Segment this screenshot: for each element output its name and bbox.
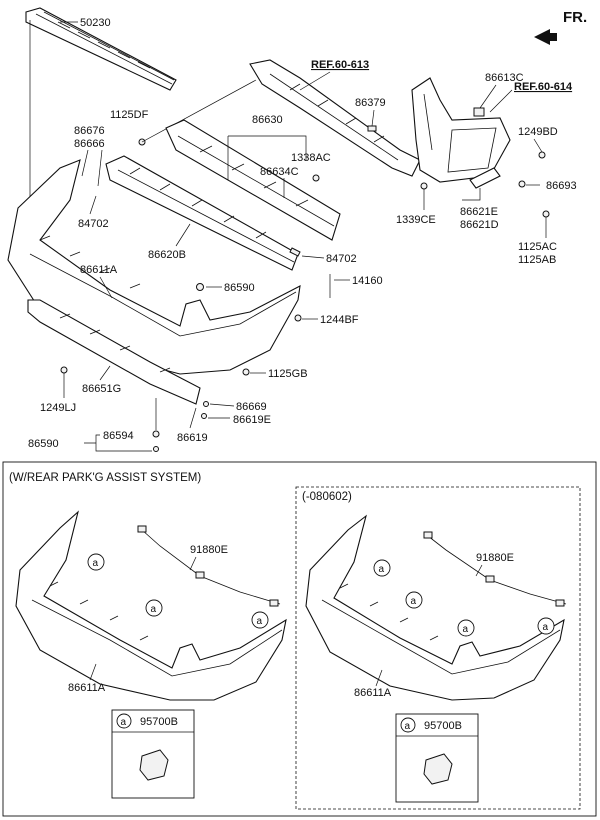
- date-range-label: (-080602): [302, 491, 352, 503]
- svg-text:a: a: [151, 604, 157, 615]
- part-rear-beam: [165, 119, 341, 241]
- part-rear-panel: [249, 59, 421, 177]
- part-trim-strip: [25, 7, 177, 91]
- bolt-1249lj: [60, 366, 68, 374]
- bolt-86693: [518, 180, 526, 188]
- label-86693: 86693: [546, 180, 577, 192]
- right-sensor-label: 95700B: [424, 720, 462, 732]
- label-86594: 86594: [103, 430, 134, 442]
- park-assist-section-frame: [2, 461, 597, 817]
- left-sensor-label: 95700B: [140, 716, 178, 728]
- front-direction-label: FR.: [563, 9, 587, 26]
- left-sensor-icon: [139, 749, 169, 781]
- label-1125ab: 1125AB: [518, 254, 556, 266]
- front-arrow-icon: [534, 29, 557, 45]
- label-86669: 86669: [236, 401, 267, 413]
- right-harness-label: 91880E: [476, 552, 514, 564]
- fastener-86590-top: [196, 283, 204, 291]
- svg-text:a: a: [411, 596, 417, 607]
- label-1125df: 1125DF: [110, 109, 149, 121]
- label-86621d: 86621D: [460, 219, 499, 231]
- label-86630: 86630: [252, 114, 283, 126]
- label-1249lj: 1249LJ: [40, 402, 76, 414]
- ref-60-614: REF.60-614: [514, 81, 573, 93]
- fastener-86594: [152, 430, 160, 438]
- right-sensor-callout: a: [405, 721, 411, 732]
- label-14160: 14160: [352, 275, 383, 287]
- label-1338ac: 1338AC: [291, 152, 331, 164]
- part-86379: [367, 125, 377, 132]
- label-1339ce: 1339CE: [396, 214, 436, 226]
- label-1125ac: 1125AC: [518, 241, 557, 253]
- clip-86669: [203, 401, 209, 407]
- label-86666: 86666: [74, 138, 105, 150]
- label-86651g: 86651G: [82, 383, 121, 395]
- bolt-1125ac: [542, 210, 550, 218]
- label-50230: 50230: [80, 17, 111, 29]
- svg-text:a: a: [93, 558, 99, 569]
- label-86676: 86676: [74, 125, 105, 137]
- label-1244bf: 1244BF: [320, 314, 359, 326]
- nut-1338ac: [312, 174, 320, 182]
- fastener-86590-bottom: [153, 446, 159, 452]
- label-1125gb: 1125GB: [268, 368, 308, 380]
- label-86620b: 86620B: [148, 249, 186, 261]
- right-callout-markers: a a a a: [373, 559, 555, 637]
- clip-84702: [289, 247, 301, 257]
- label-86379: 86379: [355, 97, 386, 109]
- label-86611a: 86611A: [80, 264, 118, 276]
- label-86621e: 86621E: [460, 206, 498, 218]
- front-direction-indicator: FR.: [534, 9, 587, 45]
- left-callout-markers: a a a: [87, 553, 269, 629]
- label-86619e: 86619E: [233, 414, 271, 426]
- left-bumper-label: 86611A: [68, 682, 106, 694]
- left-harness-label: 91880E: [190, 544, 228, 556]
- right-sensor-icon: [423, 753, 453, 785]
- part-86613c: [473, 107, 485, 117]
- svg-text:a: a: [257, 616, 263, 627]
- label-86613c: 86613C: [485, 72, 524, 84]
- nut-1339ce: [420, 182, 428, 190]
- bolt-1125gb: [242, 368, 250, 376]
- right-bumper-label: 86611A: [354, 687, 392, 699]
- ref-60-613: REF.60-613: [311, 59, 369, 71]
- date-range-subsection-frame: [295, 486, 581, 810]
- bolt-1125df: [138, 79, 257, 146]
- part-lower-skirt: [27, 299, 201, 405]
- left-bumper-assembly: [15, 510, 287, 701]
- part-86621-bracket: [469, 167, 501, 189]
- bolt-1249bd: [538, 151, 546, 159]
- label-1249bd: 1249BD: [518, 126, 558, 138]
- svg-text:a: a: [543, 622, 549, 633]
- label-86619: 86619: [177, 432, 208, 444]
- label-84702-right: 84702: [326, 253, 357, 265]
- part-energy-absorber: [105, 155, 299, 271]
- clip-86619e: [201, 413, 207, 419]
- label-86590-top: 86590: [224, 282, 255, 294]
- svg-text:a: a: [463, 624, 469, 635]
- screw-1244bf: [294, 314, 302, 322]
- left-sensor-box: [111, 709, 195, 799]
- label-84702-left: 84702: [78, 218, 109, 230]
- part-side-bracket: [411, 77, 511, 183]
- label-86590-bottom: 86590: [28, 438, 59, 450]
- left-sensor-callout: a: [121, 717, 127, 728]
- park-assist-section-title: (W/REAR PARK'G ASSIST SYSTEM): [9, 472, 201, 484]
- svg-text:a: a: [379, 564, 385, 575]
- label-86634c: 86634C: [260, 166, 299, 178]
- right-bumper-assembly: [305, 514, 567, 701]
- right-sensor-box: [395, 713, 479, 803]
